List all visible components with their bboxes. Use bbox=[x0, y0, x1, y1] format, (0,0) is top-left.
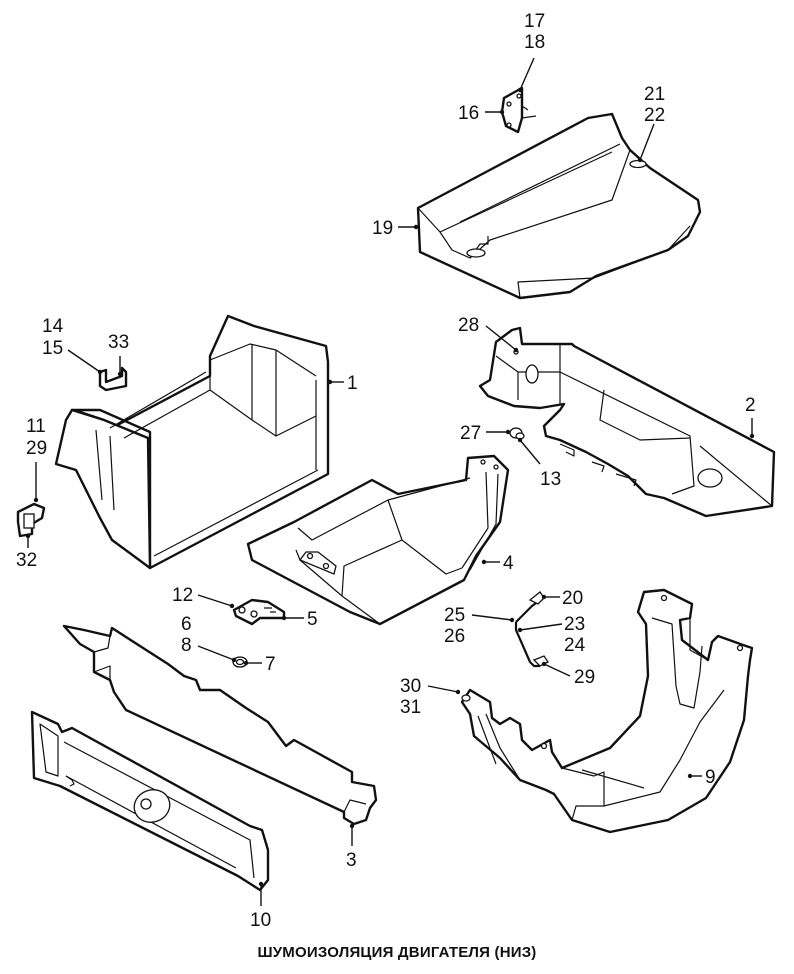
callout-29-right: 29 bbox=[574, 667, 595, 688]
part-clip-left bbox=[16, 502, 46, 538]
callout-25: 25 bbox=[444, 605, 465, 626]
part-right-panel bbox=[478, 326, 776, 518]
callout-21: 21 bbox=[644, 84, 665, 105]
callout-6: 6 bbox=[181, 614, 192, 635]
diagram-caption: ШУМОИЗОЛЯЦИЯ ДВИГАТЕЛЯ (НИЗ) bbox=[257, 944, 537, 961]
callout-31: 31 bbox=[400, 697, 421, 718]
callout-3: 3 bbox=[346, 850, 357, 871]
callout-32: 32 bbox=[16, 550, 37, 571]
part-long-panel bbox=[62, 624, 378, 826]
callout-10: 10 bbox=[250, 910, 271, 931]
callout-7: 7 bbox=[265, 654, 276, 675]
callout-11: 11 bbox=[26, 416, 46, 437]
part-top-bracket bbox=[500, 86, 537, 134]
callout-29-left: 29 bbox=[26, 438, 47, 459]
part-clip-nut bbox=[509, 427, 525, 440]
part-top-plate bbox=[416, 112, 702, 300]
callout-28: 28 bbox=[458, 315, 479, 336]
part-center-tray bbox=[246, 454, 510, 626]
callout-5: 5 bbox=[307, 609, 318, 630]
callout-33: 33 bbox=[108, 332, 129, 353]
callout-15: 15 bbox=[42, 338, 63, 359]
callout-4: 4 bbox=[503, 553, 514, 574]
callout-1: 1 bbox=[347, 373, 358, 394]
callout-17: 17 bbox=[524, 11, 545, 32]
callout-19: 19 bbox=[372, 218, 393, 239]
part-left-tray bbox=[54, 314, 330, 570]
callout-20: 20 bbox=[562, 588, 583, 609]
callout-12: 12 bbox=[172, 585, 193, 606]
part-plate-bracket bbox=[232, 598, 286, 626]
callout-8: 8 bbox=[181, 635, 192, 656]
part-front-cover bbox=[30, 710, 270, 892]
callout-14: 14 bbox=[42, 316, 64, 337]
callout-16: 16 bbox=[458, 103, 479, 124]
callout-9: 9 bbox=[705, 767, 716, 788]
callout-labels: 17 18 16 21 22 19 14 15 33 1 11 29 32 28… bbox=[16, 11, 756, 931]
part-small-bracket bbox=[98, 366, 128, 392]
callout-22: 22 bbox=[644, 105, 665, 126]
callout-30: 30 bbox=[400, 676, 421, 697]
callout-26: 26 bbox=[444, 626, 465, 647]
callout-27: 27 bbox=[460, 423, 481, 444]
callout-2: 2 bbox=[745, 395, 756, 416]
callout-24: 24 bbox=[564, 635, 586, 656]
callout-18: 18 bbox=[524, 32, 545, 53]
callout-23: 23 bbox=[564, 614, 585, 635]
part-u-shield bbox=[460, 588, 754, 834]
callout-13: 13 bbox=[540, 469, 561, 490]
leader-lines bbox=[25, 57, 755, 906]
